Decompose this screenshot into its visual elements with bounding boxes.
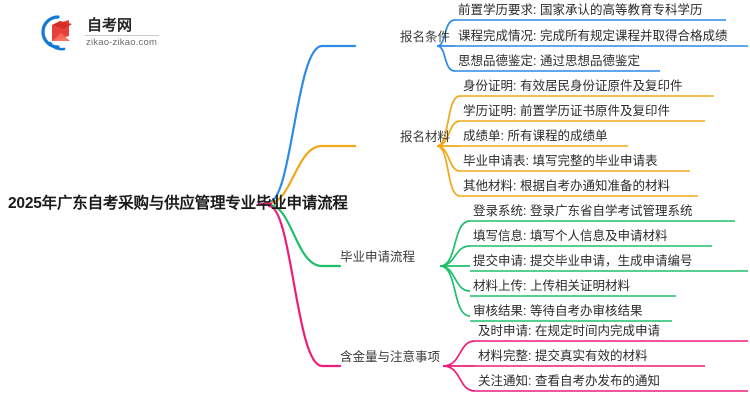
leaf-label[interactable]: 学历证明: 前置学历证书原件及复印件 <box>463 104 670 118</box>
leaf-label[interactable]: 材料完整: 提交真实有效的材料 <box>478 349 648 363</box>
brand-domain: zikao-zikao.com <box>86 37 157 48</box>
logo-cap-fold-icon <box>52 33 70 41</box>
site-logo: 自考网 zikao-zikao.com <box>28 10 178 54</box>
root-node-label: 2025年广东自考采购与供应管理专业毕业申请流程 <box>8 195 348 212</box>
leaf-label[interactable]: 其他材料: 根据自考办通知准备的材料 <box>463 179 670 193</box>
branch-label-biye-shenqing-liucheng[interactable]: 毕业申请流程 <box>340 250 416 264</box>
leaf-label[interactable]: 毕业申请表: 填写完整的毕业申请表 <box>463 154 658 168</box>
leaf-label[interactable]: 审核结果: 等待自考办审核结果 <box>473 304 643 318</box>
logo-ring-tail-icon <box>48 41 66 51</box>
brand-name: 自考网 <box>87 16 132 34</box>
leaf-label[interactable]: 成绩单: 所有课程的成绩单 <box>463 129 608 143</box>
leaf-label[interactable]: 填写信息: 填写个人信息及申请材料 <box>473 229 668 243</box>
branch-label-hanjinliang-zhuyi[interactable]: 含金量与注意事项 <box>340 350 441 364</box>
leaf-label[interactable]: 前置学历要求: 国家承认的高等教育专科学历 <box>458 3 703 17</box>
branch-label-baoming-tiaojian[interactable]: 报名条件 <box>399 30 450 44</box>
leaf-label[interactable]: 身份证明: 有效居民身份证原件及复印件 <box>463 79 683 93</box>
logo-cap-top-icon <box>52 21 72 29</box>
leaf-label[interactable]: 关注通知: 查看自考办发布的通知 <box>478 374 660 388</box>
leaf-label[interactable]: 思想品德鉴定: 通过思想品德鉴定 <box>458 54 640 68</box>
leaf-label[interactable]: 登录系统: 登录广东省自学考试管理系统 <box>473 204 693 218</box>
leaf-label[interactable]: 提交申请: 提交毕业申请，生成申请编号 <box>473 254 693 268</box>
leaf-label[interactable]: 及时申请: 在规定时间内完成申请 <box>478 324 660 338</box>
leaf-label[interactable]: 材料上传: 上传相关证明材料 <box>473 279 630 293</box>
branch-label-baoming-cailiao[interactable]: 报名材料 <box>399 130 450 144</box>
leaf-label[interactable]: 课程完成情况: 完成所有规定课程并取得合格成绩 <box>458 29 728 43</box>
